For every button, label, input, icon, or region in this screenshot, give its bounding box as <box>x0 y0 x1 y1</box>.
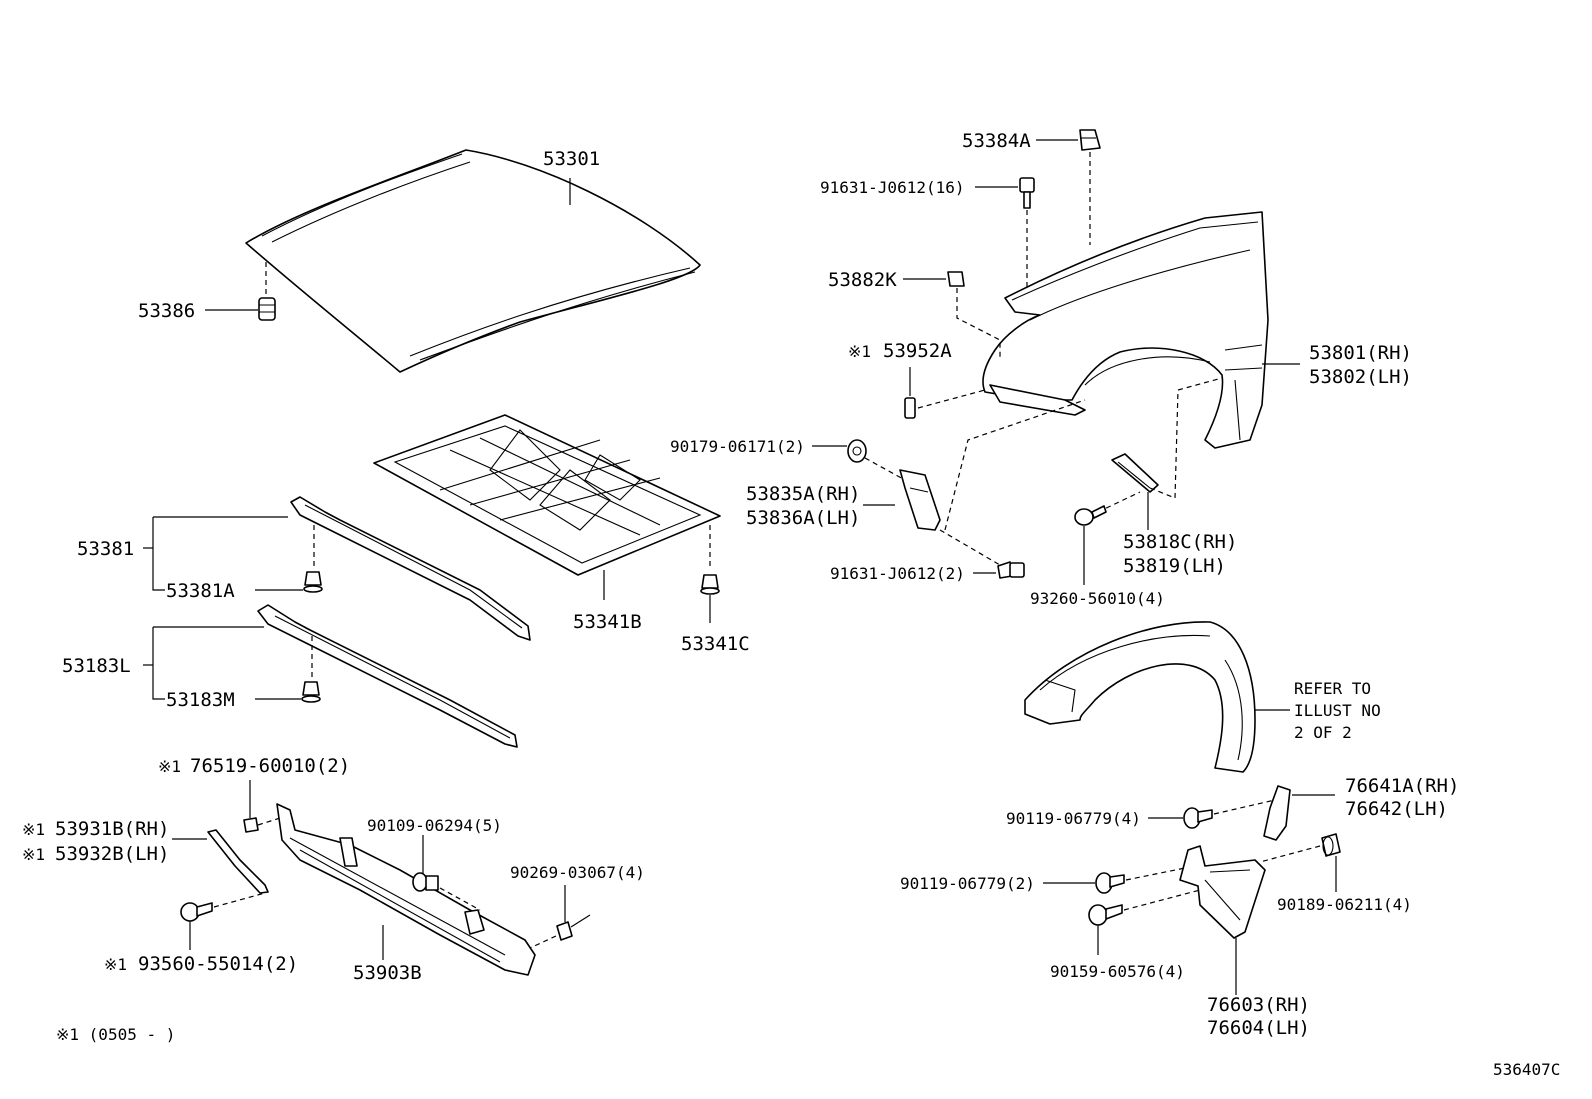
mudflap-nut-part <box>1321 833 1341 857</box>
hood-seal-upper-part <box>290 496 531 641</box>
insulator-clip-part <box>700 574 720 595</box>
dash-moulding-screw <box>213 892 266 908</box>
dash-nut-top <box>864 457 906 481</box>
label-nut-top: 90179-06171(2) <box>670 437 805 456</box>
moulding-screw-part <box>180 902 213 922</box>
label-seal-lower-clip: 53183M <box>166 689 235 711</box>
fender-grommet-part <box>1079 129 1101 151</box>
mudflap-screw-part <box>1088 904 1123 926</box>
label-cushion: 53386 <box>138 300 195 322</box>
label-moulding-mark-2: ※1 <box>22 845 45 864</box>
label-front-support: 53903B <box>353 962 422 984</box>
mudflap-part <box>1179 845 1266 939</box>
dash-mudflap-nut <box>1259 845 1321 863</box>
label-mudflap-bracket-lh: 76642(LH) <box>1345 798 1448 820</box>
dash-clip-76519 <box>257 817 281 826</box>
label-moulding-screw-mark: ※1 <box>104 955 127 974</box>
clip-76519-part <box>243 817 259 833</box>
fender-bolt-top-part <box>1019 177 1035 209</box>
shield-screw-part <box>1074 505 1107 526</box>
label-seal-upper: 53381 <box>77 538 134 560</box>
label-seal-lower: 53183L <box>62 655 131 677</box>
label-mudflap-bracket-rh: 76641A(RH) <box>1345 775 1459 797</box>
label-fender-bracket-lh: 53836A(LH) <box>746 507 860 529</box>
label-refer-2: ILLUST NO <box>1294 701 1381 720</box>
dash-support-bolt <box>439 887 481 911</box>
support-clip-part <box>556 914 591 941</box>
front-support-part <box>276 803 536 976</box>
label-mudflap-lh: 76604(LH) <box>1207 1017 1310 1039</box>
label-fender-bolt-top: 91631-J0612(16) <box>820 178 965 197</box>
label-fender-lh: 53802(LH) <box>1309 366 1412 388</box>
label-mudflap-screw: 90159-60576(4) <box>1050 962 1185 981</box>
label-fender-bracket-rh: 53835A(RH) <box>746 483 860 505</box>
fender-shield-part <box>1111 453 1159 493</box>
support-bolt-part <box>412 872 439 892</box>
dash-shield-screw <box>1097 491 1141 513</box>
dash-fender-bracket-bolt <box>939 529 1001 566</box>
fender-bracket-part <box>899 469 941 531</box>
label-mudflap-rh: 76603(RH) <box>1207 994 1310 1016</box>
dash-support-clip <box>529 935 557 949</box>
fender-panel <box>982 211 1269 449</box>
fender-clip-part <box>904 397 916 419</box>
label-fender-shield-rh: 53818C(RH) <box>1123 531 1237 553</box>
dash-fender-bracket <box>944 399 1086 531</box>
hood-insulator-part <box>373 414 721 576</box>
leader-seal-upper <box>152 516 288 591</box>
label-bolt-4: 90119-06779(4) <box>1006 809 1141 828</box>
dash-fender-pad <box>956 288 1001 358</box>
label-insulator: 53341B <box>573 611 642 633</box>
moulding-part <box>207 829 269 894</box>
fender-pad-part <box>947 271 965 287</box>
bracket-bolt-part <box>997 561 1025 579</box>
leader-seal-lower <box>152 626 264 700</box>
label-fender-rh: 53801(RH) <box>1309 342 1412 364</box>
label-moulding-rh: 53931B(RH) <box>55 818 169 840</box>
bolt-2-part <box>1095 872 1125 894</box>
label-clip-76519-mark: ※1 <box>158 757 181 776</box>
label-fender-clip: 53952A <box>883 340 952 362</box>
label-seal-upper-clip: 53381A <box>166 580 235 602</box>
dash-bolt-2 <box>1125 867 1186 881</box>
label-support-clip: 90269-03067(4) <box>510 863 645 882</box>
hood-seal-lower-part <box>257 604 518 748</box>
hood-cushion-part <box>258 297 276 321</box>
dash-fender-clip <box>917 389 986 409</box>
label-refer-1: REFER TO <box>1294 679 1371 698</box>
label-clip-76519: 76519-60010(2) <box>190 755 350 777</box>
dash-mudflap-screw <box>1123 889 1201 911</box>
label-bolt-2: 90119-06779(2) <box>900 874 1035 893</box>
label-support-bolt: 90109-06294(5) <box>367 816 502 835</box>
hood-panel <box>245 149 701 373</box>
label-mudflap-nut: 90189-06211(4) <box>1277 895 1412 914</box>
label-insulator-clip: 53341C <box>681 633 750 655</box>
label-refer-3: 2 OF 2 <box>1294 723 1352 742</box>
label-hood: 53301 <box>543 148 600 170</box>
mudflap-bracket-part <box>1263 785 1291 841</box>
dash-fender-shield <box>1149 377 1223 499</box>
label-moulding-screw: 93560-55014(2) <box>138 953 298 975</box>
label-bracket-bolt: 91631-J0612(2) <box>830 564 965 583</box>
figure-number: 536407C <box>1493 1060 1560 1079</box>
dash-bolt-4 <box>1213 799 1276 815</box>
footnote: ※1 (0505 - ) <box>56 1025 175 1044</box>
fender-liner-part <box>1024 621 1256 773</box>
label-moulding-lh: 53932B(LH) <box>55 843 169 865</box>
seal-upper-clip-part <box>303 571 323 593</box>
label-fender-shield-lh: 53819(LH) <box>1123 555 1226 577</box>
label-fender-pad: 53882K <box>828 269 897 291</box>
label-fender-grommet: 53384A <box>962 130 1031 152</box>
label-fender-clip-mark: ※1 <box>848 342 871 361</box>
seal-lower-clip-part <box>301 681 321 703</box>
label-shield-screw: 93260-56010(4) <box>1030 589 1165 608</box>
nut-top-part <box>847 439 867 463</box>
label-moulding-mark-1: ※1 <box>22 820 45 839</box>
bolt-4-part <box>1183 807 1213 829</box>
